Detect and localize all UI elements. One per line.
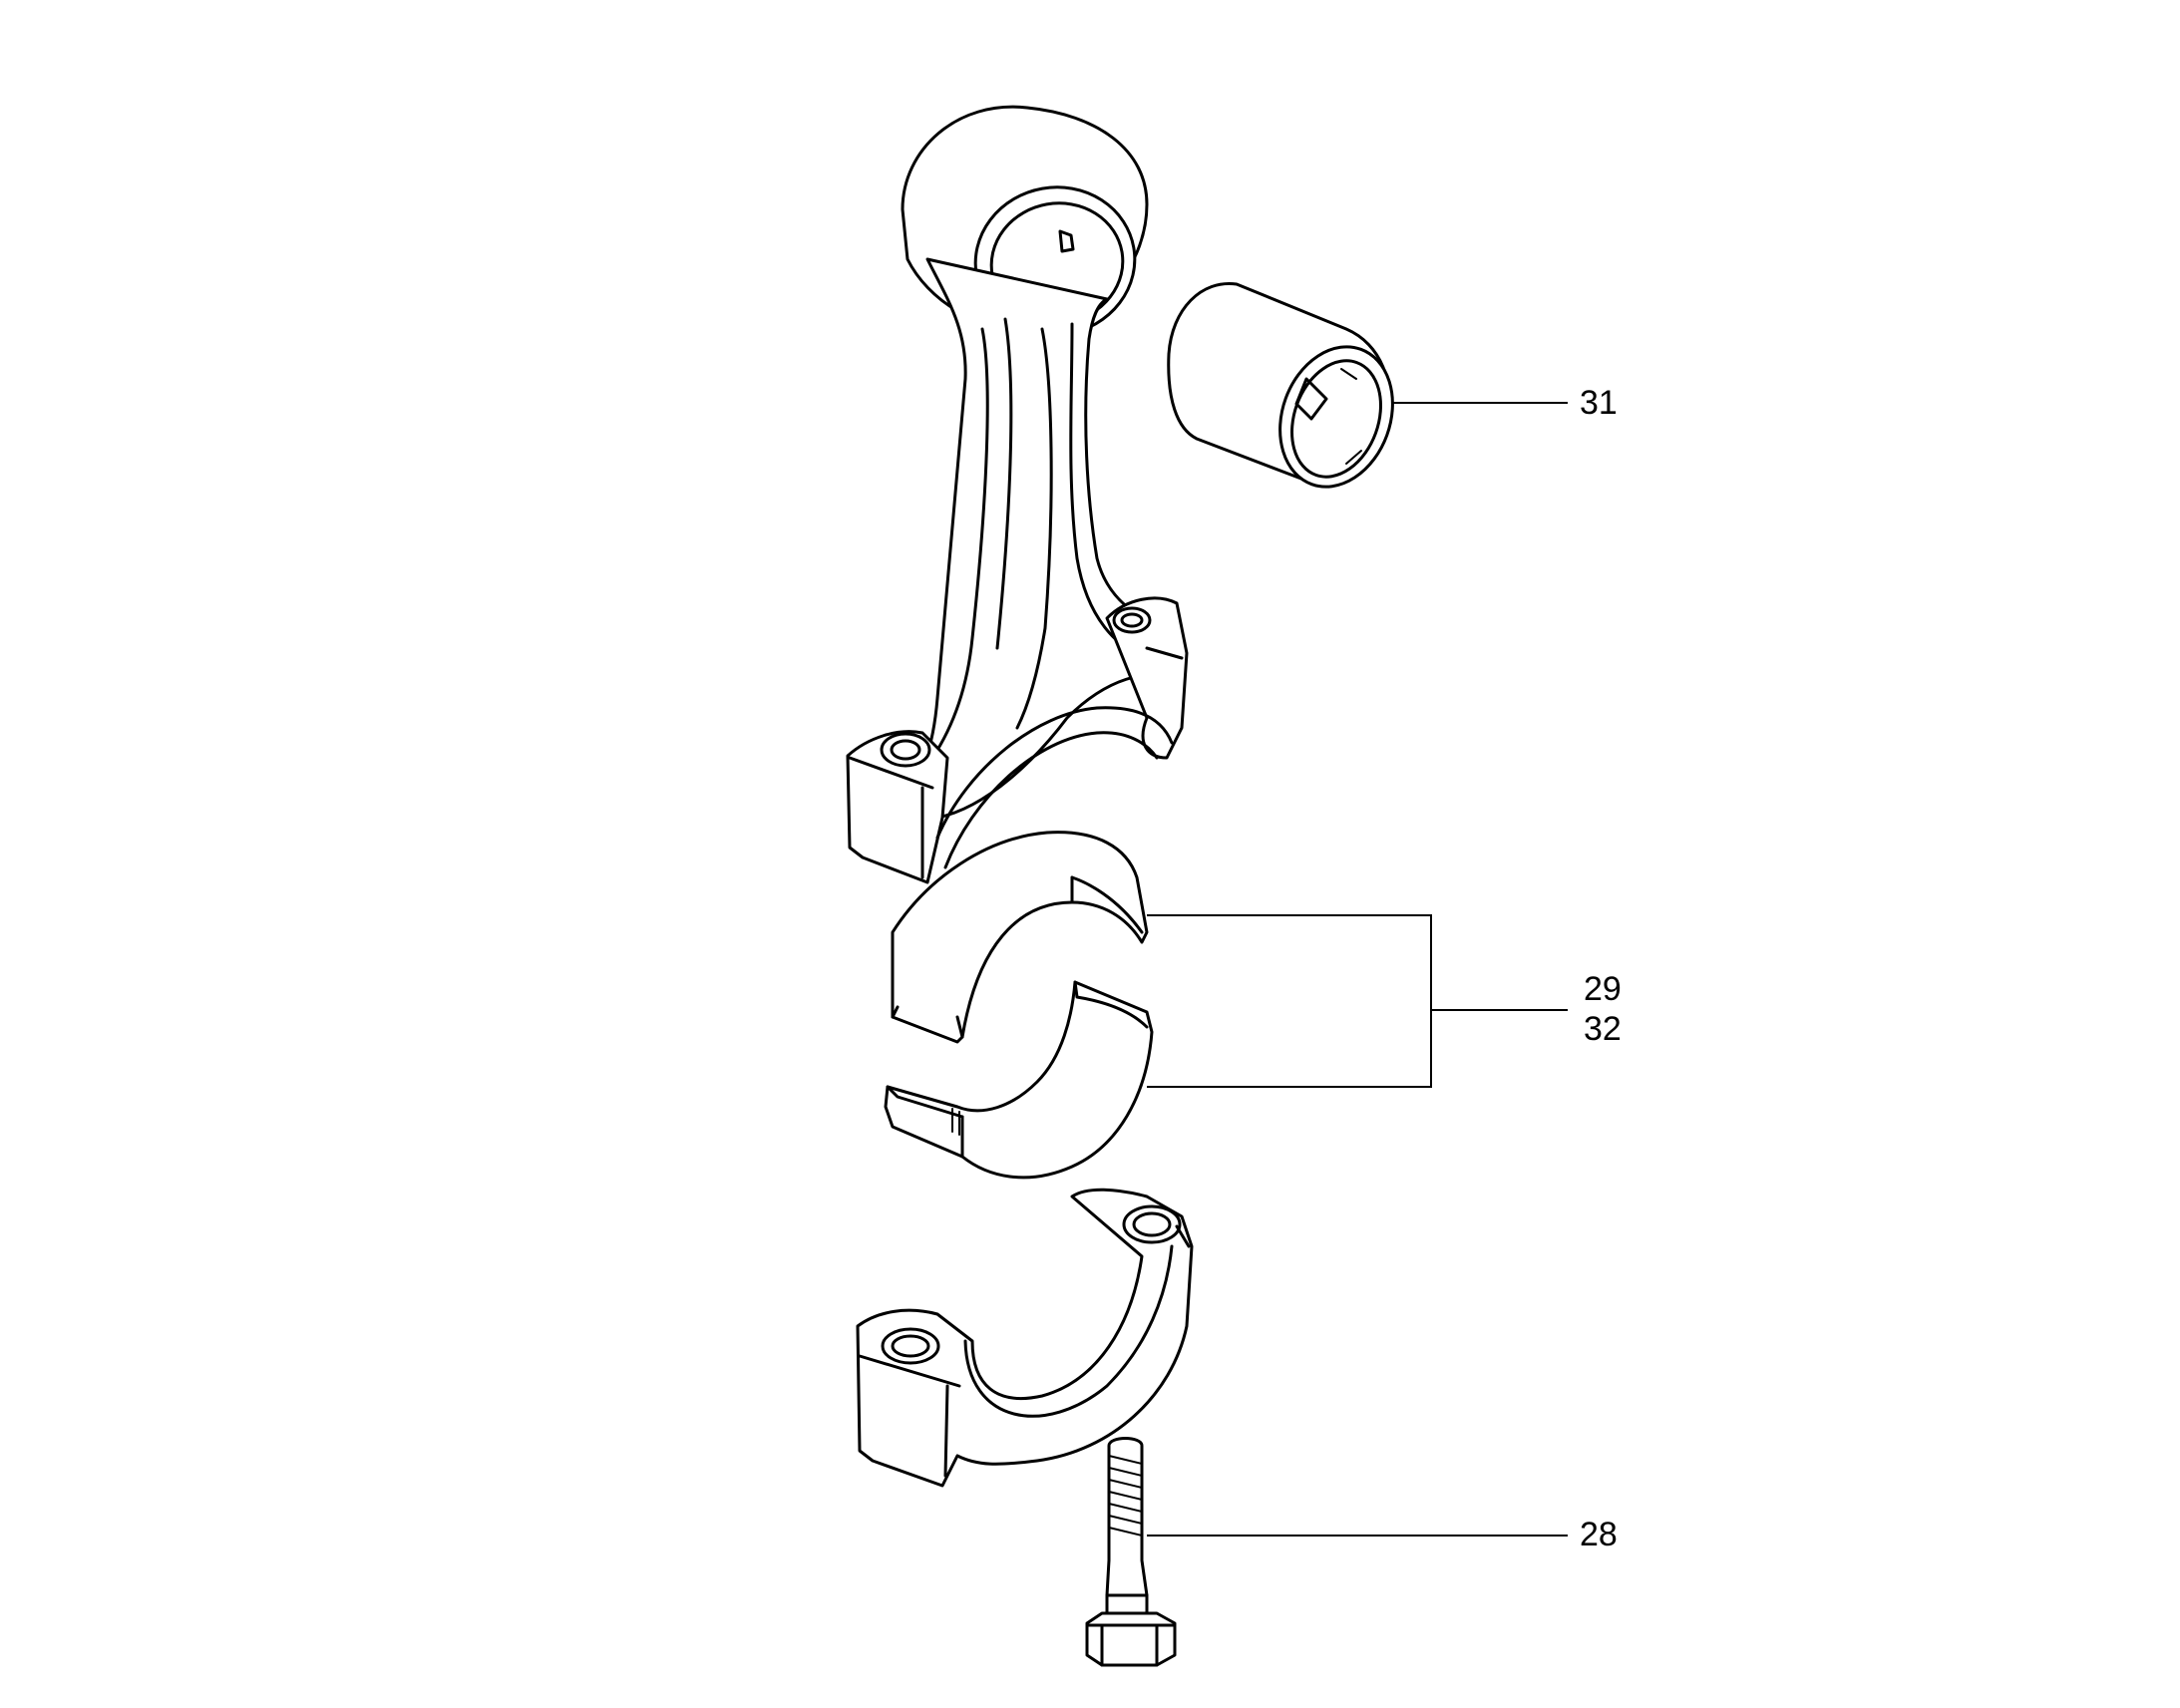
big-end-cap [856,1188,1194,1488]
callout-29: 29 [1584,970,1622,1008]
connecting-rod [846,105,1189,884]
small-end-bushing [1167,281,1394,489]
callout-31: 31 [1580,384,1618,422]
lower-bearing-shell [884,980,1154,1180]
callout-28: 28 [1580,1516,1618,1553]
upper-bearing-shell [891,831,1149,1044]
callout-32: 32 [1584,1010,1622,1048]
cap-bolt [1085,1437,1177,1667]
leader-lines [1147,402,1568,1537]
leader-29-32 [1147,914,1568,1088]
